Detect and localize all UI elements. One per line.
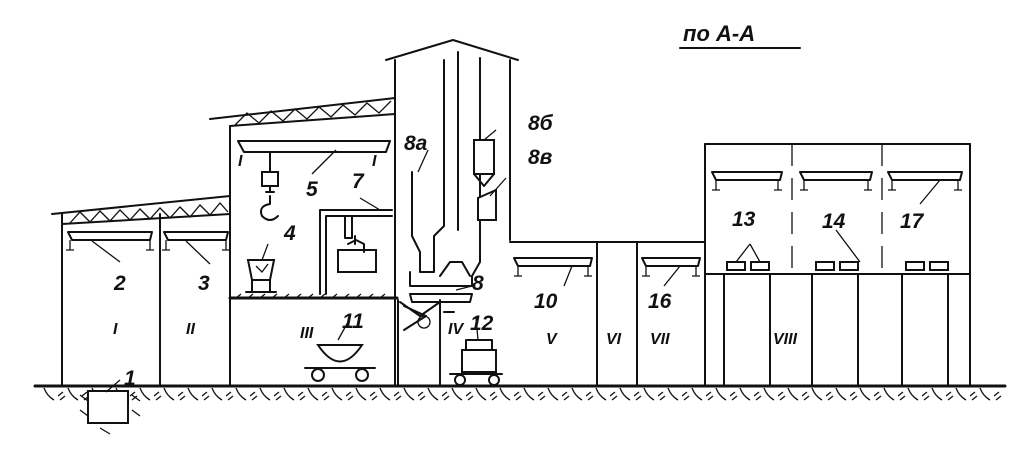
- label-10: 10: [534, 290, 558, 313]
- ground-hatching: [43, 387, 1002, 401]
- label-8: 8: [472, 272, 484, 295]
- label-5: 5: [306, 178, 318, 201]
- beam-mark-right: I: [372, 153, 377, 170]
- bay-label-1: I: [113, 321, 118, 338]
- bay-label-8: VIII: [773, 331, 798, 348]
- pit: [87, 390, 129, 424]
- bay-low-building: [51, 195, 231, 387]
- label-8v: 8в: [528, 146, 553, 169]
- jib-crane-7: [319, 209, 393, 295]
- crane-beam-3: [162, 231, 230, 251]
- leader-lines: [91, 129, 941, 393]
- beam-mark-left: I: [238, 153, 243, 170]
- label-14: 14: [822, 210, 846, 233]
- pit-hatch: [79, 394, 141, 435]
- label-11: 11: [342, 310, 364, 333]
- section-title: по А-А: [683, 21, 755, 46]
- label-12: 12: [470, 312, 494, 335]
- crane-beam-2: [66, 231, 154, 251]
- floor-hatch: [235, 293, 386, 299]
- hopper-8b: [473, 139, 495, 175]
- bay-label-7: VII: [650, 331, 670, 348]
- car-12: [449, 339, 503, 386]
- label-7: 7: [352, 170, 365, 193]
- label-3: 3: [198, 272, 210, 295]
- bay-label-4: IV: [448, 321, 464, 338]
- ladle-4: [245, 259, 277, 293]
- bays-v-vii: [509, 143, 706, 387]
- bay-label-5: V: [546, 331, 558, 348]
- label-13: 13: [732, 208, 756, 231]
- bay-viii: [704, 143, 971, 387]
- overhead-crane-5: [237, 140, 391, 221]
- truss-mid: [234, 100, 392, 126]
- truss-low: [69, 202, 229, 224]
- label-16: 16: [648, 290, 672, 313]
- label-17: 17: [900, 210, 925, 233]
- bay-label-2: II: [186, 321, 195, 338]
- label-8b: 8б: [528, 112, 554, 135]
- shaft-8a: [411, 59, 445, 273]
- label-8a: 8а: [404, 132, 428, 155]
- furnace-tower: [385, 39, 519, 387]
- label-4: 4: [283, 222, 296, 245]
- bay-label-3: III: [300, 325, 314, 342]
- chute-8v: [477, 188, 497, 221]
- ladle-car-11: [304, 344, 376, 382]
- bay-label-6: VI: [606, 331, 622, 348]
- label-1: 1: [124, 367, 136, 390]
- label-2: 2: [113, 272, 126, 295]
- furnace-8: [397, 293, 473, 387]
- bay-mid-building: [209, 97, 399, 300]
